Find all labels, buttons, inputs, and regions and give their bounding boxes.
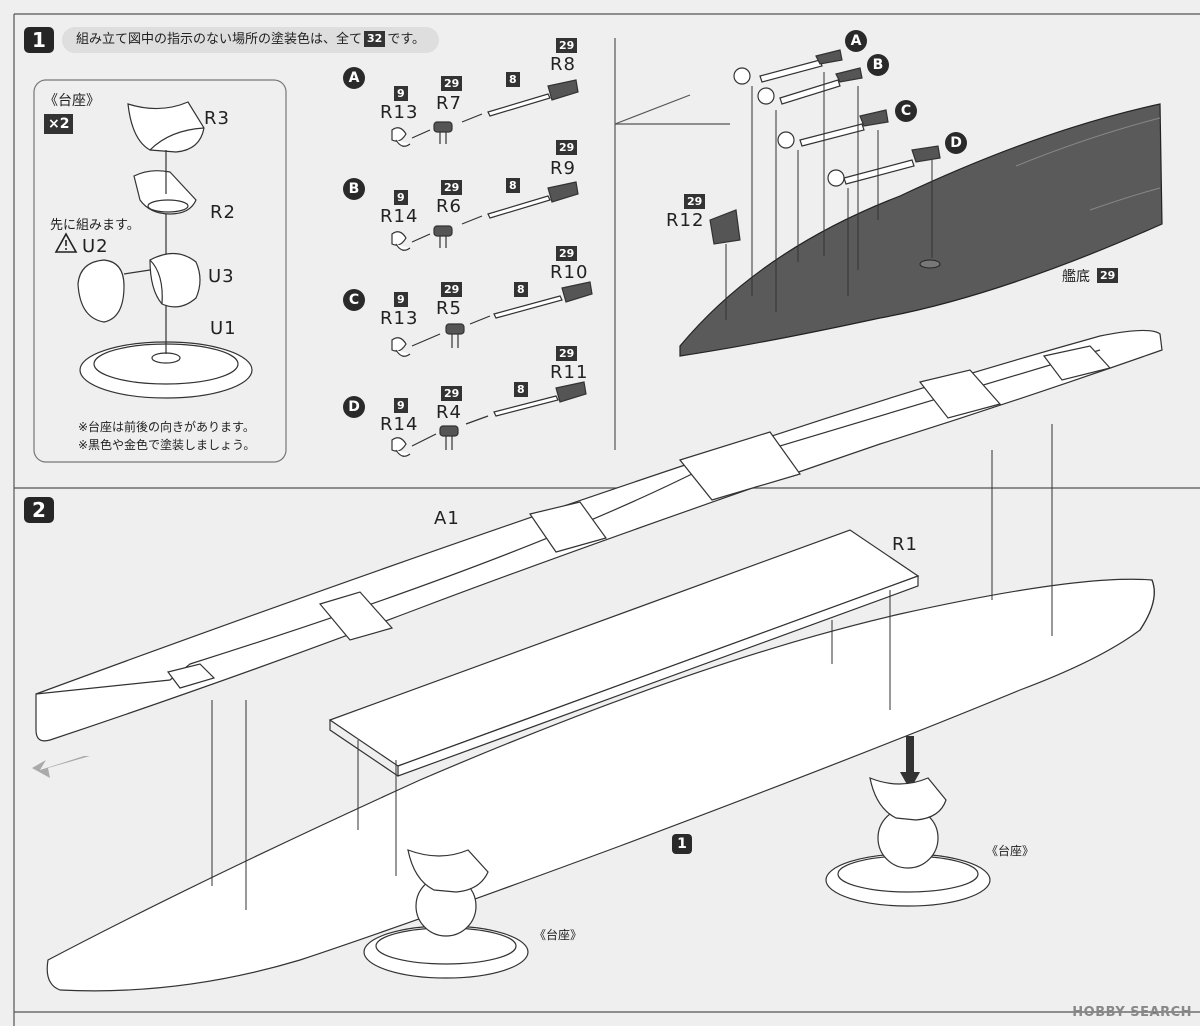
row-c-rudder-color: 29: [556, 246, 578, 261]
stand-label-r3: R3: [204, 108, 230, 129]
stand-label-u3: U3: [208, 266, 235, 287]
stand-right: [825, 777, 991, 907]
hull-bottom-label: 艦底: [1062, 269, 1090, 285]
stand-note-1: ※台座は前後の向きがあります。: [78, 420, 255, 434]
section-borders: [13, 13, 1200, 1026]
stand-part-u1: [79, 341, 253, 399]
part-label-r1: R1: [892, 534, 918, 555]
stand-multiplier: ×2: [44, 114, 74, 134]
row-a-hub-label: R7: [436, 93, 462, 114]
stand-part-u3: [149, 252, 201, 308]
row-a-rudder-label: R8: [550, 54, 576, 75]
row-c-rudder-label: R10: [550, 262, 589, 283]
row-a-letter: A: [343, 67, 365, 89]
step-2-badge: 2: [24, 497, 54, 523]
row-d-hub-color: 29: [441, 386, 463, 401]
deck-part-r1: [328, 529, 920, 777]
note-color-code: 32: [364, 31, 386, 47]
watermark: HOBBY SEARCH: [1072, 1005, 1192, 1020]
hull-lower: [46, 578, 1155, 992]
row-a-shaft-color: 8: [506, 72, 520, 87]
part-label-a1: A1: [434, 508, 460, 529]
note-text-after: です。: [387, 32, 426, 47]
hull-letter-a: A: [845, 30, 867, 52]
row-c-hub-label: R5: [436, 298, 462, 319]
stand-panel: [33, 79, 287, 463]
row-b-rudder-color: 29: [556, 140, 578, 155]
hull-bottom-leader-lines: [725, 72, 933, 320]
propeller-rows: [391, 79, 593, 457]
hull-bottom-color: 29: [1097, 268, 1119, 283]
row-a-rudder-color: 29: [556, 38, 578, 53]
row-d-letter: D: [343, 396, 365, 418]
stand-label-right: 《台座》: [986, 844, 1035, 858]
assembly-leader-lines: [211, 424, 1053, 910]
row-d-blade-color: 9: [394, 398, 408, 413]
row-b-rudder-label: R9: [550, 158, 576, 179]
row-d-rudder-label: R11: [550, 362, 589, 383]
row-c-hub-color: 29: [441, 282, 463, 297]
row-a-blade-label: R13: [380, 102, 419, 123]
propeller-row-b: [391, 181, 579, 251]
stand-part-u2: [77, 259, 125, 323]
hull-letter-b: B: [867, 54, 889, 76]
row-d-blade-label: R14: [380, 414, 419, 435]
row-b-shaft-color: 8: [506, 178, 520, 193]
hull-letter-d: D: [945, 132, 967, 154]
row-a-blade-color: 9: [394, 86, 408, 101]
row-b-letter: B: [343, 178, 365, 200]
row-d-rudder-color: 29: [556, 346, 578, 361]
hull-part-r12-color: 29: [684, 194, 706, 209]
stand-part-r2: [133, 170, 197, 215]
row-c-shaft-color: 8: [514, 282, 528, 297]
row-c-blade-label: R13: [380, 308, 419, 329]
stand-note-2: ※黒色や金色で塗装しましょう。: [78, 438, 256, 452]
hull-bottom: [679, 103, 1163, 357]
stand-label-u1: U1: [210, 318, 237, 339]
row-b-blade-label: R14: [380, 206, 419, 227]
row-b-blade-color: 9: [394, 190, 408, 205]
down-arrow: [900, 736, 920, 790]
stand-title: 《台座》: [44, 93, 100, 109]
hull-bottom-shafts: [709, 49, 941, 245]
propeller-row-a: [391, 79, 579, 147]
stand-label-u2: U2: [82, 236, 109, 257]
hull-part-r12-label: R12: [666, 210, 705, 231]
bow-direction-arrow: [32, 756, 90, 778]
row-b-hub-label: R6: [436, 196, 462, 217]
propeller-row-d: [391, 381, 587, 457]
row-c-blade-color: 9: [394, 292, 408, 307]
step-1-badge: 1: [24, 27, 54, 53]
ref-step-1-badge: 1: [672, 834, 692, 854]
stand-assembly-arrows: [123, 150, 167, 354]
stand-label-r2: R2: [210, 202, 236, 223]
row-d-hub-label: R4: [436, 402, 462, 423]
stand-label-left: 《台座》: [534, 928, 583, 942]
stand-pre-assemble-note: 先に組みます。: [50, 218, 140, 233]
note-text-before: 組み立て図中の指示のない場所の塗装色は、全て: [76, 32, 363, 47]
stand-left: [363, 849, 529, 979]
propeller-row-c: [391, 281, 593, 357]
hull-letter-c: C: [895, 100, 917, 122]
deck-part-a1: [35, 329, 1163, 742]
row-d-shaft-color: 8: [514, 382, 528, 397]
row-c-letter: C: [343, 289, 365, 311]
stand-part-r3: [127, 101, 205, 153]
row-b-hub-color: 29: [441, 180, 463, 195]
row-a-hub-color: 29: [441, 76, 463, 91]
warning-icon: [54, 232, 78, 253]
